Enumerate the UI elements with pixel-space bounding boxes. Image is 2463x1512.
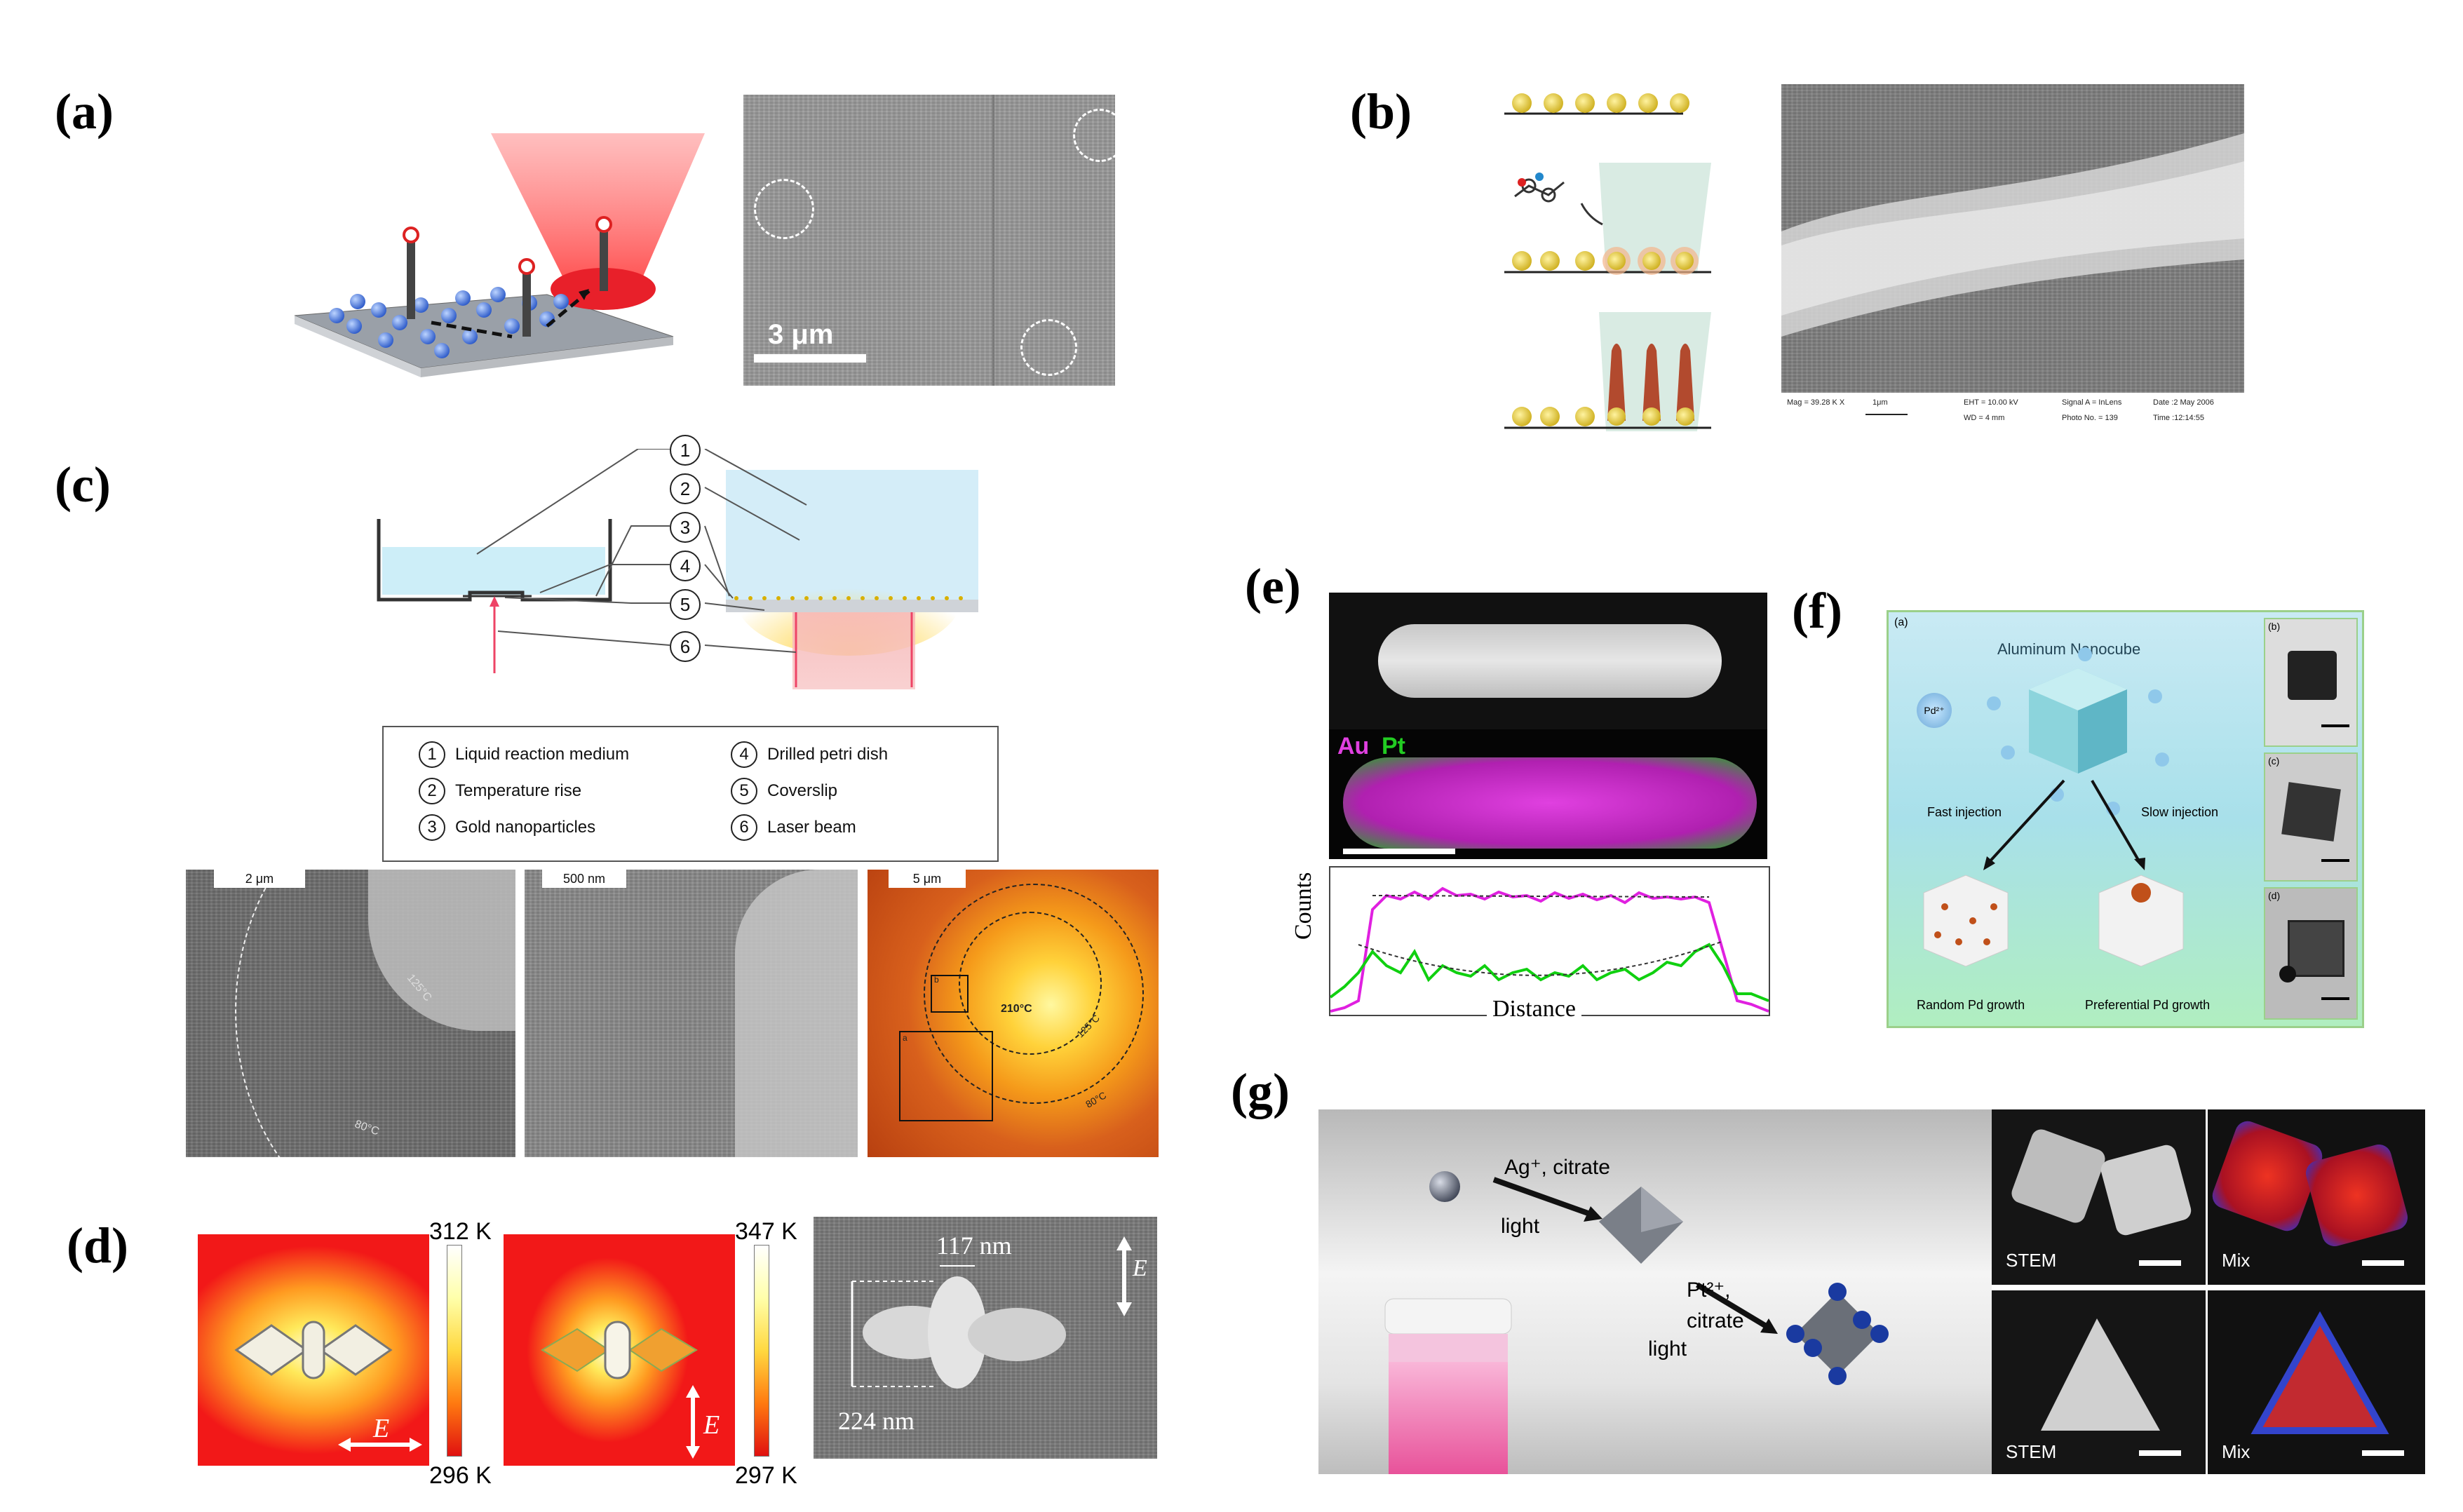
colorbar-1: [447, 1245, 462, 1457]
callout-4: 4: [670, 551, 701, 581]
panel-e-eds-map: Au Pt: [1329, 729, 1767, 859]
panel-a-schematic: [294, 133, 705, 377]
g-tile-mix-1: Mix: [2208, 1109, 2425, 1285]
field-label-e1: E: [373, 1414, 390, 1443]
tem-image-b: (b): [2264, 618, 2358, 747]
step2-light: light: [1648, 1337, 1687, 1361]
eds-scalebar: [1343, 849, 1455, 854]
dim-length-label: 224 nm: [838, 1407, 915, 1435]
panel-b-sem-image: Mag = 39.28 K X 1μm EHT = 10.00 kV WD = …: [1781, 84, 2244, 435]
field-label-e2: E: [703, 1410, 720, 1440]
sem-footer: Mag = 39.28 K X 1μm EHT = 10.00 kV WD = …: [1781, 393, 2244, 435]
panel-d-sem-image: 117 nm 224 nm E: [814, 1217, 1157, 1459]
pd-ion: Pd²⁺: [1917, 693, 1952, 728]
panel-label-f: (f): [1792, 583, 1842, 639]
panel-b-schematic: [1504, 93, 1711, 431]
scalebar-c1: 2 μm: [214, 870, 305, 888]
panel-d-thermal-map-1: E: [198, 1234, 429, 1466]
g-tile-mix-2: Mix: [2208, 1290, 2425, 1474]
highlight-circle: [754, 179, 814, 239]
panel-d-thermal-map-2: E: [504, 1234, 735, 1466]
highlight-circle: [1073, 109, 1115, 162]
g-tile-stem-2: STEM: [1992, 1290, 2206, 1474]
panel-c-sem-1: 2 μm 125°C 80°C: [186, 870, 515, 1157]
colorbar-2-max: 347 K: [735, 1218, 797, 1245]
step1-light: light: [1501, 1215, 1540, 1238]
callout-5: 5: [670, 589, 701, 620]
colorbar-1-min: 296 K: [429, 1462, 492, 1489]
panel-label-d: (d): [67, 1217, 128, 1274]
tem-image-c: (c): [2264, 752, 2358, 882]
panel-c-thermal-image: 5 μm 210°C 125°C 80°C b a: [868, 870, 1159, 1157]
field-label-e3: E: [1133, 1255, 1147, 1281]
panel-e-lineprofile-plot: [1329, 866, 1770, 1016]
nanowire-band: [1781, 133, 2244, 337]
scalebar-c3: 5 μm: [889, 870, 966, 888]
scalebar-c2: 500 nm: [542, 870, 626, 888]
lineprofile-xlabel: Distance: [1487, 996, 1581, 1022]
panel-label-g: (g): [1231, 1063, 1290, 1119]
highlight-circle: [1020, 319, 1077, 376]
panel-c-schematic: [377, 449, 978, 689]
random-growth-label: Random Pd growth: [1917, 998, 2025, 1012]
colorbar-2-min: 297 K: [735, 1462, 797, 1489]
cube-title: Aluminum Nanocube: [1997, 640, 2141, 658]
panel-f-sublabel-a: (a): [1894, 616, 1908, 628]
panel-e-haadf-image: [1329, 593, 1767, 729]
fast-injection-label: Fast injection: [1927, 805, 2002, 819]
step2-reagent: Pt²⁺,: [1687, 1278, 1731, 1302]
dimer-particle: [851, 1236, 1132, 1389]
callout-3: 3: [670, 512, 701, 543]
scalebar-a: [754, 354, 866, 363]
callout-2: 2: [670, 473, 701, 504]
callout-6: 6: [670, 631, 701, 662]
dim-width-label: 117 nm: [936, 1231, 1012, 1260]
preferential-growth-label: Preferential Pd growth: [2085, 998, 2211, 1012]
panel-label-e: (e): [1245, 558, 1301, 614]
panel-c-sem-2: 500 nm: [525, 870, 858, 1157]
g-tile-stem-1: STEM: [1992, 1109, 2206, 1285]
panel-f-figure: (a) Aluminum Nanocube Pd²⁺ Fast injectio…: [1887, 610, 2364, 1028]
panel-label-c: (c): [55, 457, 111, 513]
tem-image-d: (d): [2264, 887, 2358, 1020]
panel-a-sem-image: 3 μm: [743, 95, 1115, 386]
eds-label-au: Au: [1337, 733, 1370, 760]
nanostructure-outline: [541, 1321, 700, 1459]
lineprofile-ylabel: Counts: [1290, 872, 1316, 940]
panel-label-a: (a): [55, 83, 114, 140]
panel-label-b: (b): [1350, 83, 1412, 140]
scalebar-a-label: 3 μm: [768, 319, 834, 350]
step1-reagents: Ag⁺, citrate: [1504, 1156, 1610, 1179]
panel-g-scheme: Ag⁺, citrate light Pt²⁺, citrate light: [1318, 1109, 1992, 1474]
colorbar-1-max: 312 K: [429, 1218, 492, 1245]
eds-label-pt: Pt: [1382, 733, 1405, 760]
nanostructure-outline: [234, 1321, 422, 1452]
colorbar-2: [754, 1245, 769, 1457]
slow-injection-label: Slow injection: [2141, 805, 2219, 819]
step2-citrate: citrate: [1687, 1309, 1744, 1332]
callout-1: 1: [670, 435, 701, 466]
